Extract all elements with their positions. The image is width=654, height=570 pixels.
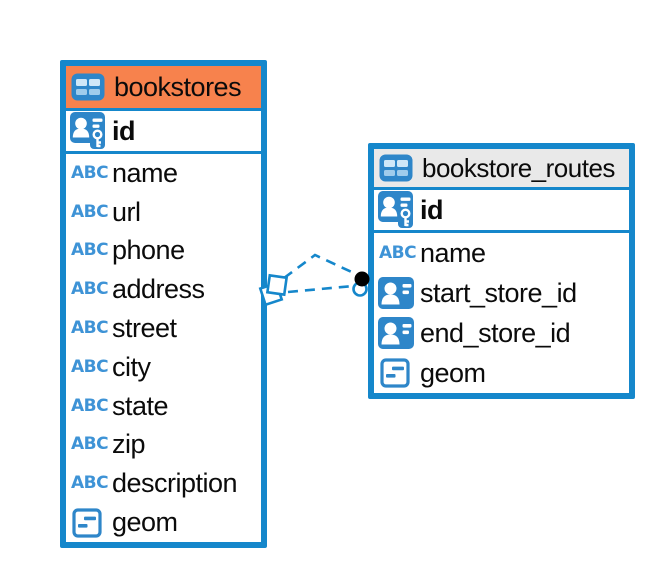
column-label: id — [420, 194, 444, 225]
text-type-icon: ABC — [71, 473, 109, 494]
table-header-bookstore-routes[interactable]: bookstore_routes — [374, 149, 629, 187]
column-label: phone — [112, 235, 185, 266]
table-row-id[interactable]: id — [66, 108, 261, 154]
column-label: name — [420, 237, 486, 268]
table-icon — [71, 73, 105, 101]
column-label: end_store_id — [420, 317, 571, 348]
relationship-link[interactable] — [258, 253, 370, 307]
column-label: start_store_id — [420, 277, 577, 308]
table-row-geom[interactable]: geom — [66, 503, 261, 542]
table-row-geom[interactable]: geom — [374, 353, 629, 393]
table-row-id[interactable]: id — [374, 187, 629, 233]
table-row-start_store_id[interactable]: start_store_id — [374, 273, 629, 313]
primary-key-icon — [378, 191, 420, 229]
column-label: name — [112, 157, 178, 188]
text-type-icon: ABC — [71, 240, 109, 261]
column-label: address — [112, 274, 205, 305]
text-type-icon: ABC — [71, 434, 109, 455]
column-label: city — [112, 351, 151, 382]
person-ref-icon — [378, 317, 420, 349]
table-row-end_store_id[interactable]: end_store_id — [374, 313, 629, 353]
column-label: street — [112, 313, 177, 344]
object-type-icon — [70, 507, 112, 538]
column-label: zip — [112, 429, 146, 460]
object-type-icon — [378, 358, 420, 388]
column-label: geom — [420, 357, 486, 388]
text-type-icon: ABC — [71, 279, 109, 300]
table-title: bookstores — [114, 71, 242, 102]
column-label: id — [112, 115, 136, 146]
primary-key-icon — [70, 112, 112, 150]
text-type-icon: ABC — [71, 162, 109, 183]
text-type-icon: ABC — [71, 395, 109, 416]
text-type-icon: ABC — [379, 242, 417, 263]
text-type-icon: ABC — [71, 318, 109, 339]
column-label: description — [112, 468, 238, 499]
column-label: url — [112, 196, 141, 227]
table-icon — [379, 154, 413, 182]
text-type-icon: ABC — [71, 201, 109, 222]
relationship-line-lower[interactable] — [287, 284, 354, 294]
column-label: geom — [112, 507, 178, 538]
table-header-bookstores[interactable]: bookstores — [66, 66, 261, 108]
table-title: bookstore_routes — [422, 152, 615, 183]
text-type-icon: ABC — [71, 356, 109, 377]
column-label: state — [112, 390, 169, 421]
relationship-line-upper[interactable] — [283, 253, 359, 280]
person-ref-icon — [378, 277, 420, 309]
